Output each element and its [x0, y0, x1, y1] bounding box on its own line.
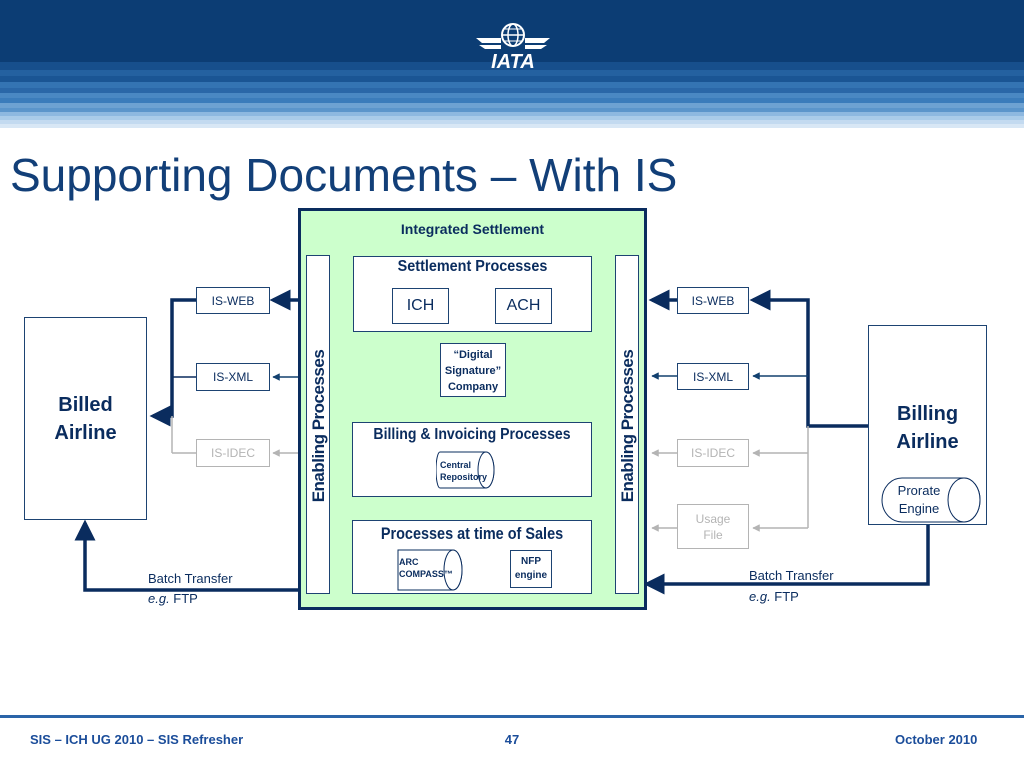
right-batch-example: e.g. FTP [749, 589, 799, 604]
central-repository-label: Central Repository [440, 459, 500, 483]
digital-signature-line-1: “Digital [453, 349, 493, 361]
page-title: Supporting Documents – With IS [10, 149, 678, 201]
central-repository-cylinder [436, 451, 495, 489]
nfp-engine-box: NFP engine [510, 550, 552, 588]
billing-airline-label: Billing Airline [868, 400, 987, 456]
arc-compass-cylinder [397, 549, 463, 591]
arc-compass-line-1: ARC [399, 557, 419, 567]
left-batch-example: e.g. FTP [148, 591, 198, 606]
prorate-engine-line-2: Engine [898, 501, 940, 516]
billing-airline-line-2: Airline [896, 431, 959, 453]
arc-compass-line-2: COMPASS™ [399, 569, 453, 579]
right-is-web-box: IS-WEB [677, 287, 749, 314]
arc-compass-label: ARC COMPASS™ [399, 556, 469, 580]
enabling-processes-left: Enabling Processes [306, 255, 330, 594]
prorate-engine-cylinder [881, 477, 981, 523]
enabling-processes-right-label: Enabling Processes [618, 349, 637, 503]
enabling-processes-right: Enabling Processes [615, 255, 639, 594]
left-is-idec-box: IS-IDEC [196, 439, 270, 467]
logo-text: IATA [491, 51, 535, 73]
enabling-processes-left-label: Enabling Processes [309, 349, 328, 503]
billed-airline-line-2: Airline [54, 421, 117, 444]
banner-stripes [0, 0, 1024, 140]
footer-left-text: SIS – ICH UG 2010 – SIS Refresher [30, 732, 244, 747]
right-is-idec-box: IS-IDEC [677, 439, 749, 467]
prorate-engine-label: Prorate Engine [886, 482, 952, 518]
nfp-engine-line-2: engine [514, 570, 548, 581]
digital-signature-line-3: Company [447, 381, 499, 393]
usage-file-box: Usage File [677, 504, 749, 549]
billed-airline-line-1: Billed [58, 393, 113, 416]
footer-date: October 2010 [895, 732, 978, 747]
left-eg: e.g. [148, 591, 170, 606]
settlement-processes-title: Settlement Processes [397, 258, 548, 275]
sales-processes-title: Processes at time of Sales [380, 524, 564, 543]
ich-box: ICH [392, 288, 449, 324]
digital-signature-box: “Digital Signature” Company [440, 343, 506, 397]
central-repository-line-1: Central [440, 460, 472, 470]
right-is-xml-box: IS-XML [677, 363, 749, 390]
prorate-engine-line-1: Prorate [897, 483, 941, 498]
right-eg: e.g. [749, 589, 771, 604]
billed-airline-box: Billed Airline [24, 317, 147, 520]
usage-file-line-2: File [703, 528, 723, 542]
left-is-xml-box: IS-XML [196, 363, 270, 391]
integrated-settlement-title: Integrated Settlement [400, 221, 545, 237]
usage-file-line-1: Usage [695, 512, 731, 526]
header-banner [0, 0, 1024, 140]
nfp-engine-line-1: NFP [521, 556, 541, 567]
digital-signature-line-2: Signature” [444, 365, 502, 377]
central-repository-line-2: Repository [440, 472, 488, 482]
left-batch-transfer: Batch Transfer [148, 571, 233, 586]
right-batch-transfer: Batch Transfer [749, 568, 834, 583]
billing-airline-line-1: Billing [896, 403, 959, 425]
right-ftp: FTP [770, 589, 799, 604]
billing-invoicing-title: Billing & Invoicing Processes [373, 426, 571, 443]
globe-wings-icon [476, 23, 550, 49]
ach-box: ACH [495, 288, 552, 324]
sales-processes-box [352, 520, 592, 594]
page-number: 47 [504, 732, 520, 747]
left-is-web-box: IS-WEB [196, 287, 270, 314]
footer-divider [0, 715, 1024, 718]
left-ftp: FTP [169, 591, 198, 606]
iata-logo: IATA [474, 18, 552, 74]
